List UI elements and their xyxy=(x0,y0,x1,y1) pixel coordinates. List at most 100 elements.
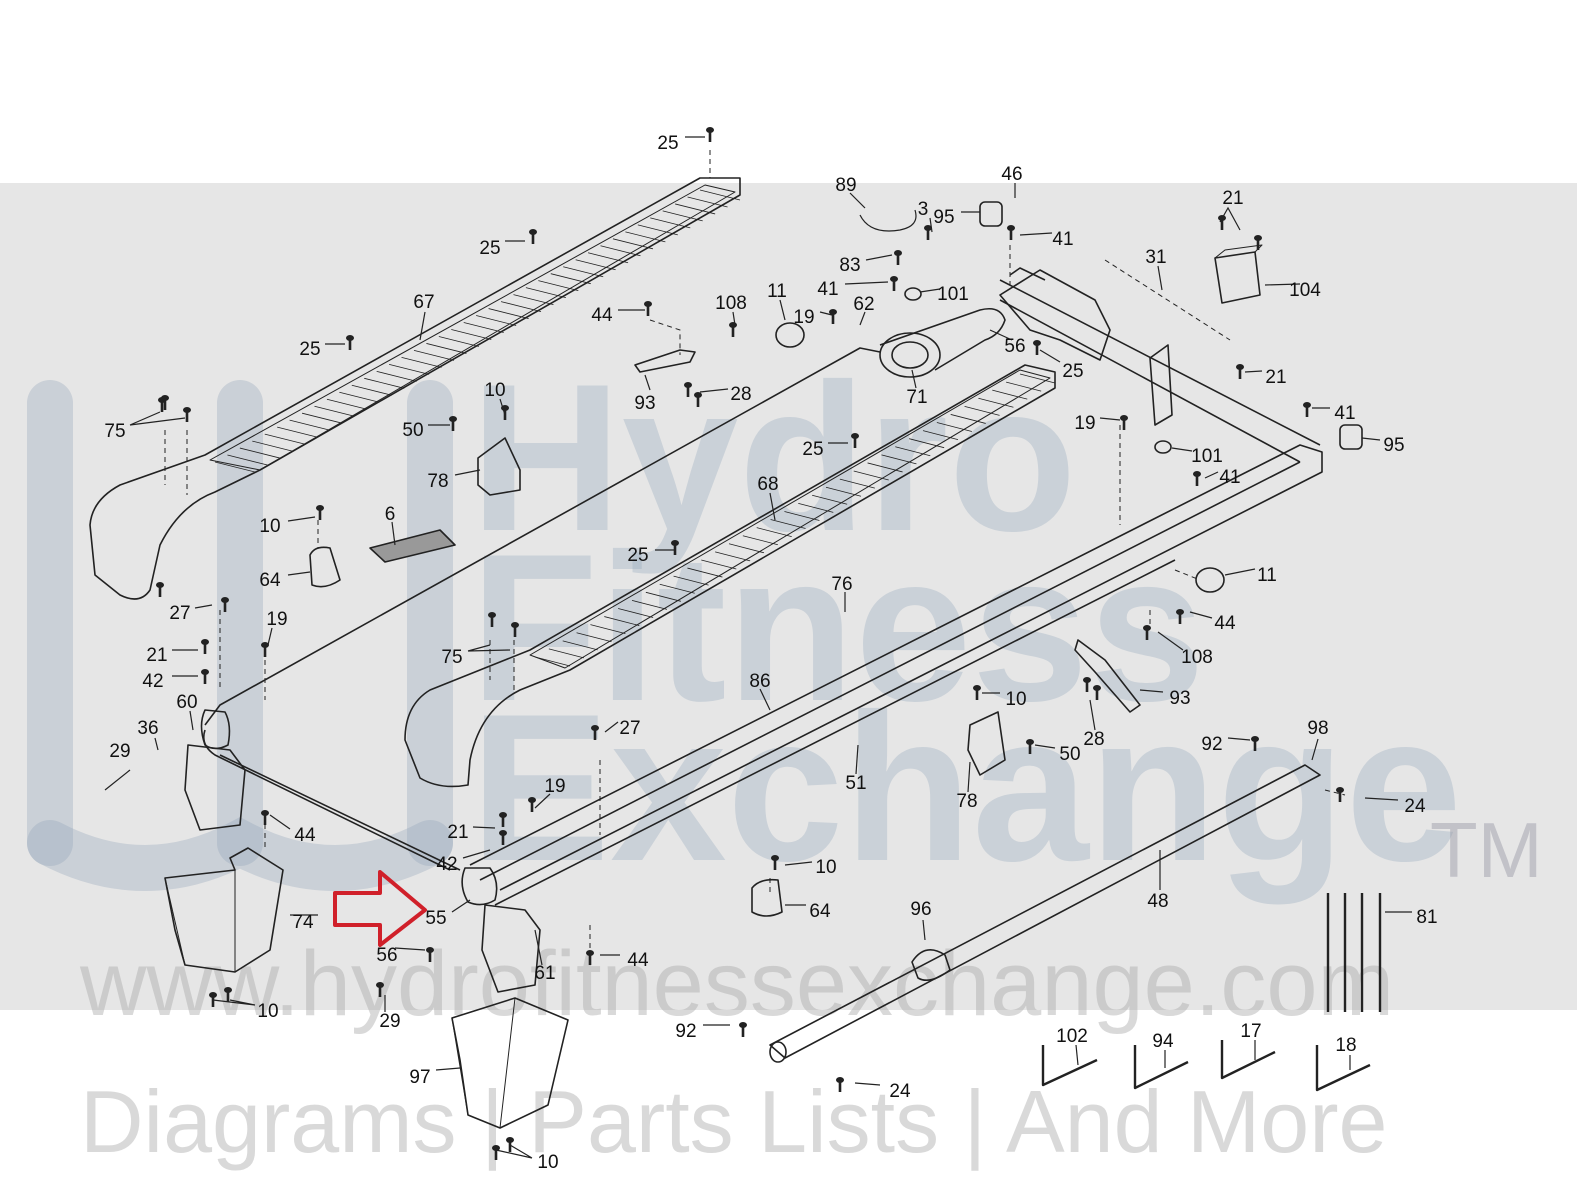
leader-line xyxy=(267,627,273,646)
part-label-25: 25 xyxy=(627,545,648,566)
rail-rib xyxy=(631,600,668,610)
rail-rib xyxy=(662,210,703,222)
watermark-band: Hydro Fitness Exchange TM www.hydrofitne… xyxy=(0,183,1577,1166)
fastener-icon xyxy=(1026,739,1034,754)
fastener-icon xyxy=(644,301,652,316)
motor-pulley-71-rim xyxy=(891,341,929,369)
part-label-31: 31 xyxy=(1145,247,1166,268)
leader-line xyxy=(394,947,426,951)
part-label-75: 75 xyxy=(104,421,125,442)
fastener-icon xyxy=(706,127,714,142)
foot-cover-74 xyxy=(164,847,284,973)
rail-rib xyxy=(575,259,616,271)
fastener-icon xyxy=(261,642,269,657)
frame-left-side-lower xyxy=(219,754,461,871)
fastener-icon xyxy=(506,1137,514,1152)
part-label-48: 48 xyxy=(1147,891,1168,912)
part-label-78: 78 xyxy=(956,791,977,812)
leader-line xyxy=(759,688,771,711)
wrench-17 xyxy=(1220,1040,1276,1080)
leader-line xyxy=(1171,447,1193,452)
part-label-10: 10 xyxy=(815,857,836,878)
leader-line xyxy=(391,521,396,546)
wire-89 xyxy=(859,209,917,232)
fastener-icon xyxy=(316,505,324,520)
leader-line xyxy=(1034,744,1056,749)
leader-line xyxy=(819,311,833,316)
part-label-27: 27 xyxy=(619,718,640,739)
part-label-101: 101 xyxy=(1191,446,1223,467)
rail-rib xyxy=(376,370,417,382)
fastener-icon xyxy=(1120,415,1128,430)
rail-rib xyxy=(618,608,654,618)
rail-rib xyxy=(867,462,903,473)
rail-rib xyxy=(476,315,517,326)
part-label-95: 95 xyxy=(1383,435,1404,456)
frame-rear-tube xyxy=(1009,267,1046,281)
fastener-icon xyxy=(739,1022,747,1037)
part-label-41: 41 xyxy=(1219,467,1240,488)
leader-line xyxy=(849,192,866,209)
rail-rib xyxy=(401,356,442,368)
rail-rib xyxy=(326,398,368,410)
rail-rib xyxy=(600,245,641,257)
part-label-92: 92 xyxy=(1201,734,1222,755)
bracket-78-right xyxy=(967,711,1006,776)
bracket-93-left xyxy=(634,349,696,373)
leader-line xyxy=(967,761,971,793)
grommet-95-right xyxy=(1339,424,1363,450)
leader-line xyxy=(784,861,813,866)
part-label-21: 21 xyxy=(447,822,468,843)
foot-cover-97-inner xyxy=(451,997,516,1129)
part-label-93: 93 xyxy=(1169,688,1190,709)
part-label-94: 94 xyxy=(1152,1031,1174,1052)
part-label-44: 44 xyxy=(627,950,649,971)
fastener-icon xyxy=(224,987,232,1002)
rail-rib xyxy=(587,252,629,264)
leader-line xyxy=(644,374,651,391)
part-label-25: 25 xyxy=(1062,361,1083,382)
bracket-78-left xyxy=(477,437,521,496)
part-label-29: 29 xyxy=(379,1011,400,1032)
rail-rib xyxy=(413,350,455,361)
fastener-glyphs xyxy=(156,127,1344,1160)
rail-rib xyxy=(513,294,554,306)
leader-line xyxy=(495,1144,533,1159)
fastener-icon xyxy=(1218,215,1226,230)
rail-rib xyxy=(675,203,716,215)
left-rail-slats xyxy=(209,184,736,471)
drive-belt-56 xyxy=(879,307,1006,371)
leader-line xyxy=(854,1082,881,1086)
part-label-25: 25 xyxy=(802,439,823,460)
rail-rib xyxy=(659,583,695,594)
rail-rib xyxy=(612,238,654,250)
part-label-25: 25 xyxy=(299,339,320,360)
rail-rib xyxy=(264,433,305,445)
leader-line xyxy=(104,769,131,791)
motor-mount-bracket xyxy=(999,269,1111,361)
leader-line xyxy=(844,281,889,285)
leader-line xyxy=(1089,699,1096,731)
fastener-icon xyxy=(1251,736,1259,751)
leader-line xyxy=(129,411,186,426)
part-label-11: 11 xyxy=(1257,565,1277,586)
fastener-icon xyxy=(591,725,599,740)
watermark-tagline: Diagrams | Parts Lists | And More xyxy=(80,1072,1388,1171)
part-label-86: 86 xyxy=(749,671,770,692)
leader-line xyxy=(189,710,194,731)
leader-line xyxy=(699,388,729,393)
part-label-46: 46 xyxy=(1001,164,1022,185)
leader-line xyxy=(732,311,736,326)
leader-line xyxy=(467,644,511,652)
part-label-19: 19 xyxy=(1074,413,1095,434)
part-label-55: 55 xyxy=(425,908,446,929)
part-label-36: 36 xyxy=(137,718,158,739)
fastener-icon xyxy=(1303,402,1311,417)
part-label-64: 64 xyxy=(259,570,281,591)
part-label-95: 95 xyxy=(933,207,954,228)
rail-rib xyxy=(645,591,681,602)
fastener-icon xyxy=(1143,625,1151,640)
leader-lines xyxy=(104,136,1412,1159)
frame-right-rail-86 xyxy=(469,444,1323,891)
rear-roller-48-end xyxy=(769,1041,787,1063)
